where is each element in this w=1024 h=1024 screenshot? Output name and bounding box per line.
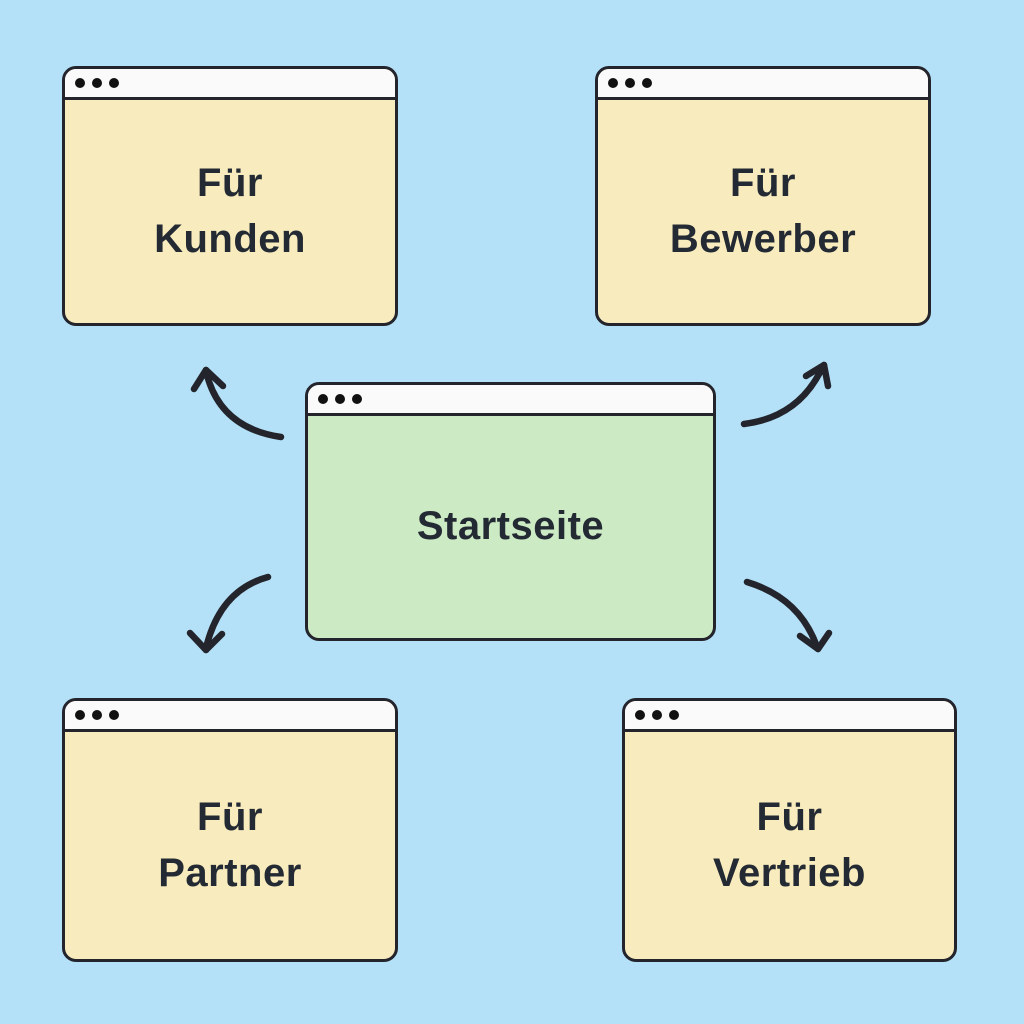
arrow-to-kunden [190, 366, 285, 441]
window-label: Für Bewerber [670, 156, 856, 266]
window-control-dot [625, 78, 635, 88]
window-control-dot [92, 710, 102, 720]
window-label-line: Partner [158, 850, 302, 895]
window-control-dot [318, 394, 328, 404]
window-body: Für Bewerber [598, 100, 928, 323]
browser-window-startseite: Startseite [305, 382, 716, 641]
window-titlebar [65, 701, 395, 732]
window-titlebar [625, 701, 954, 732]
window-control-dot [635, 710, 645, 720]
window-control-dot [669, 710, 679, 720]
window-body: Für Kunden [65, 100, 395, 323]
window-label-line: Bewerber [669, 216, 857, 261]
window-control-dot [335, 394, 345, 404]
window-label: Für Partner [158, 790, 302, 900]
window-control-dot [652, 710, 662, 720]
window-control-dot [75, 78, 85, 88]
browser-window-bewerber: Für Bewerber [595, 66, 931, 326]
window-control-dot [75, 710, 85, 720]
window-control-dot [352, 394, 362, 404]
window-control-dot [608, 78, 618, 88]
browser-window-partner: Für Partner [62, 698, 398, 962]
window-control-dot [109, 710, 119, 720]
window-body: Für Partner [65, 732, 395, 959]
window-body: Für Vertrieb [625, 732, 954, 959]
window-body: Startseite [308, 416, 713, 638]
window-label: Für Vertrieb [713, 790, 866, 900]
window-label-line: Für [756, 795, 823, 840]
window-label-line: Für [730, 161, 796, 206]
window-titlebar [308, 385, 713, 416]
window-label-line: Für [197, 161, 263, 206]
window-label-line: Für [197, 795, 263, 840]
window-label-line: Vertrieb [713, 850, 866, 895]
window-label-line: Kunden [154, 216, 306, 261]
window-titlebar [65, 69, 395, 100]
arrow-to-vertrieb [743, 578, 833, 653]
browser-window-vertrieb: Für Vertrieb [622, 698, 957, 962]
window-label: Startseite [416, 504, 605, 549]
arrow-to-partner [186, 573, 272, 654]
window-control-dot [642, 78, 652, 88]
arrow-to-bewerber [740, 361, 832, 428]
window-control-dot [109, 78, 119, 88]
window-titlebar [598, 69, 928, 100]
browser-window-kunden: Für Kunden [62, 66, 398, 326]
window-control-dot [92, 78, 102, 88]
window-label: Für Kunden [154, 156, 306, 266]
